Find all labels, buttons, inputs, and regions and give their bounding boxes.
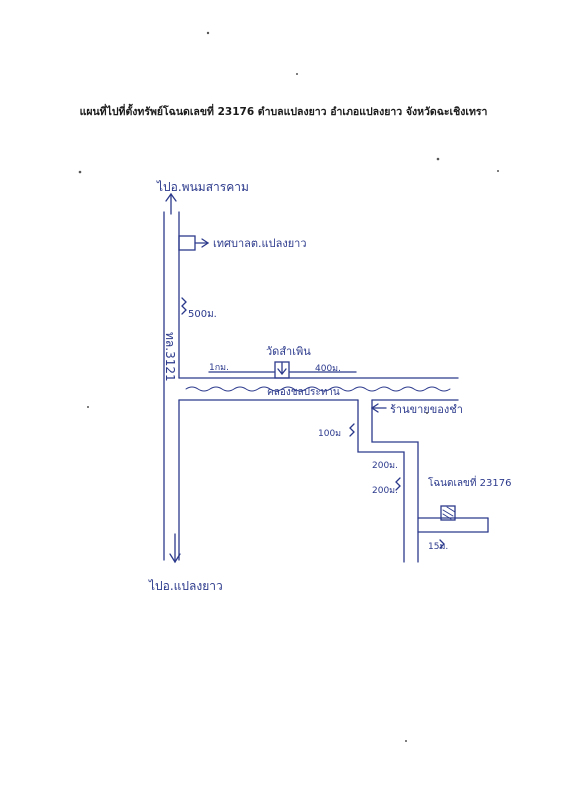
shop-label: ร้านขายของชำ	[390, 403, 463, 416]
dist-15-bracket	[439, 539, 445, 549]
school-label: เทศบาลต.แปลงยาว	[213, 237, 307, 250]
north-arrow	[165, 192, 177, 215]
dist-100-label: 100ม	[318, 429, 341, 439]
temple-label: วัดสำเพิน	[266, 345, 311, 358]
canal	[178, 377, 459, 401]
dist-200a-bracket	[395, 477, 401, 491]
temple-marker	[274, 361, 290, 379]
dist-500-bracket	[181, 297, 187, 315]
south-arrow	[169, 533, 181, 564]
dist-15-label: 15ม.	[428, 542, 448, 552]
property-road	[417, 517, 489, 533]
scan-specks	[78, 31, 499, 742]
dist-400-label: 400ม.	[315, 364, 341, 374]
dist-500-label: 500ม.	[188, 309, 217, 320]
property-marker	[440, 505, 456, 521]
shop-marker	[370, 403, 387, 413]
north-destination-label: ไปอ.พนมสารคาม	[156, 180, 249, 194]
property-label: โฉนดเลขที่ 23176	[428, 475, 511, 489]
road-name-label: ทล.3121	[163, 332, 177, 382]
page-title: แผนที่ไปที่ตั้งทรัพย์โฉนดเลขที่ 23176 ตำ…	[79, 106, 488, 118]
dist-200b-label: 200ม.	[372, 486, 398, 496]
dist-1km-label: 1กม.	[209, 363, 229, 373]
school-marker	[178, 235, 210, 251]
side-road	[357, 399, 419, 563]
canal-label: คลองชลประทาน	[267, 387, 340, 398]
dist-200a-label: 200ม.	[372, 461, 398, 471]
dist-100-bracket	[349, 423, 355, 437]
main-road	[163, 211, 180, 561]
south-destination-label: ไปอ.แปลงยาว	[148, 579, 223, 593]
